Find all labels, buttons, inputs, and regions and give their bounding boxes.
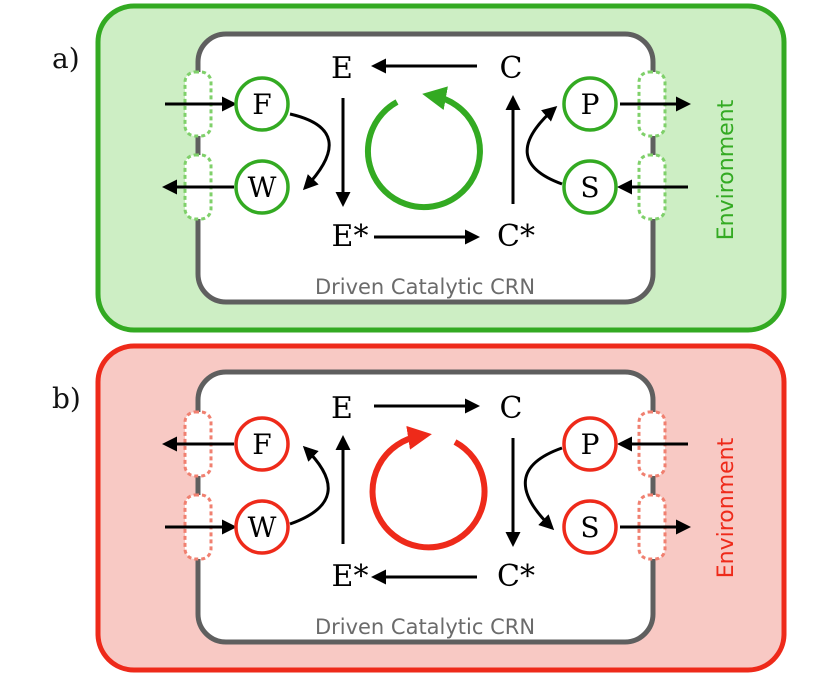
coupling-arrow-f-to-w [289,112,331,191]
species-c: C [500,51,523,86]
species-e: E [331,391,353,426]
panel-b: b) Environment Driven Catalytic CRN F W … [52,343,787,673]
node-w [234,499,290,555]
environment-label: Environment [714,437,739,578]
node-w-label: W [248,171,277,204]
node-w [234,159,290,215]
node-s [562,159,618,215]
node-f-label: F [252,88,271,121]
node-f [234,416,290,472]
node-f-label: F [252,428,271,461]
cycle-arrow [369,426,488,551]
panel-b-label: b) [52,382,81,415]
species-e-star: E* [332,219,369,254]
panel-a-label: a) [52,42,80,75]
node-p-label: P [581,428,600,461]
cycle-arrow [364,86,483,211]
panel-a: a) Environment Driven Catalytic CRN F W … [52,3,787,333]
node-f [234,76,290,132]
crn-label: Driven Catalytic CRN [315,275,535,299]
node-s-label: S [580,511,599,544]
node-p [562,416,618,472]
coupling-arrow-s-to-p [525,106,563,186]
node-p-label: P [581,88,600,121]
species-e: E [331,51,353,86]
species-e-star: E* [332,559,369,594]
node-w-label: W [248,511,277,544]
node-s [562,499,618,555]
coupling-arrow-w-to-f [289,445,330,526]
node-p [562,76,618,132]
node-s-label: S [580,171,599,204]
species-c-star: C* [497,219,535,254]
crn-label: Driven Catalytic CRN [315,615,535,639]
coupling-arrow-p-to-s [524,446,563,531]
species-c-star: C* [497,559,535,594]
species-c: C [500,391,523,426]
environment-label: Environment [714,99,739,240]
